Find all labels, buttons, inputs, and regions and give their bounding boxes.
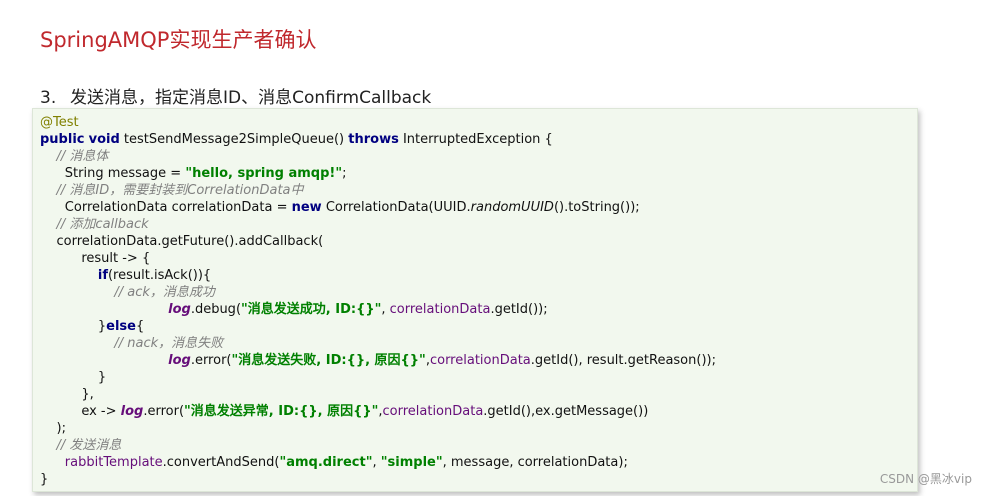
code-keyword: void <box>88 132 120 147</box>
code-line: correlationData.getFuture().addCallback( <box>40 233 917 250</box>
code-line: ); <box>40 420 917 437</box>
code-line: // nack，消息失败 <box>40 335 917 352</box>
step-number: 3. <box>40 88 57 108</box>
code-line: // 添加callback <box>40 216 917 233</box>
code-text: .error( <box>143 404 185 419</box>
code-text: } <box>40 472 49 487</box>
code-line: // ack，消息成功 <box>40 284 917 301</box>
code-text: .debug( <box>190 302 242 317</box>
code-text: testSendMessage2SimpleQueue() <box>119 132 349 147</box>
csdn-watermark: CSDN @黑冰vip <box>879 472 972 486</box>
code-line: @Test <box>40 114 917 131</box>
code-line: // 发送消息 <box>40 437 917 454</box>
code-line: // 消息ID，需要封装到CorrelationData中 <box>40 182 917 199</box>
code-text: ex -> <box>81 404 121 419</box>
code-keyword: if <box>97 268 108 283</box>
code-string: "hello, spring amqp!" <box>185 166 343 181</box>
code-field: rabbitTemplate <box>64 455 163 470</box>
code-block: @Test public void testSendMessage2Simple… <box>32 108 918 492</box>
code-text: { <box>135 319 145 334</box>
code-field: correlationData <box>429 353 531 368</box>
code-text: correlationData.getFuture().addCallback( <box>56 234 324 249</box>
code-text: ); <box>56 421 66 436</box>
code-field: correlationData <box>382 404 484 419</box>
code-keyword: public <box>40 132 85 147</box>
slide-title: SpringAMQP实现生产者确认 <box>40 28 317 52</box>
code-line: ex -> log.error("消息发送异常, ID:{}, 原因{}",co… <box>40 403 917 420</box>
code-text: ().toString()); <box>553 200 640 215</box>
code-text: .getId(), result.getReason()); <box>530 353 716 368</box>
code-string: "simple" <box>380 455 443 470</box>
code-text: }, <box>81 387 94 402</box>
code-string: "amq.direct" <box>279 455 373 470</box>
code-text: .getId(),ex.getMessage()) <box>483 404 649 419</box>
code-line: if(result.isAck()){ <box>40 267 917 284</box>
code-text: , <box>425 353 430 368</box>
code-line: log.error("消息发送失败, ID:{}, 原因{}",correlat… <box>40 352 917 369</box>
code-text: (result.isAck()){ <box>107 268 212 283</box>
code-logger: log <box>120 404 144 419</box>
code-line: rabbitTemplate.convertAndSend("amq.direc… <box>40 454 917 471</box>
code-comment: // ack，消息成功 <box>114 285 215 300</box>
code-comment: // nack，消息失败 <box>114 336 224 351</box>
code-line: result -> { <box>40 250 917 267</box>
code-string: "消息发送异常, ID:{}, 原因{}" <box>184 404 379 419</box>
code-text: , <box>378 404 383 419</box>
code-text: String message = <box>64 166 186 181</box>
code-string: "消息发送失败, ID:{}, 原因{}" <box>231 353 426 368</box>
code-text: CorrelationData correlationData = <box>64 200 292 215</box>
code-annotation: @Test <box>40 115 79 130</box>
code-line: }, <box>40 386 917 403</box>
code-comment: // 消息ID，需要封装到CorrelationData中 <box>56 183 304 198</box>
code-comment: // 发送消息 <box>56 438 122 453</box>
code-comment: // 消息体 <box>56 149 109 164</box>
code-text: , message, correlationData); <box>442 455 628 470</box>
code-line: }else{ <box>40 318 917 335</box>
code-text: , <box>372 455 381 470</box>
code-text: .convertAndSend( <box>162 455 280 470</box>
code-text: CorrelationData(UUID. <box>321 200 471 215</box>
code-keyword: throws <box>348 132 399 147</box>
code-text: , <box>381 302 390 317</box>
code-logger: log <box>168 353 191 368</box>
code-line: CorrelationData correlationData = new Co… <box>40 199 917 216</box>
code-text: ; <box>342 166 347 181</box>
code-line: } <box>40 471 917 488</box>
code-logger: log <box>168 302 191 317</box>
code-static-call: randomUUID <box>470 200 554 215</box>
code-text: } <box>97 370 107 385</box>
code-text: } <box>97 319 107 334</box>
code-line: public void testSendMessage2SimpleQueue(… <box>40 131 917 148</box>
code-keyword: new <box>291 200 322 215</box>
code-line: String message = "hello, spring amqp!"; <box>40 165 917 182</box>
code-text: .getId()); <box>490 302 548 317</box>
code-line: // 消息体 <box>40 148 917 165</box>
code-comment: // 添加callback <box>56 217 149 232</box>
code-line: log.debug("消息发送成功, ID:{}", correlationDa… <box>40 301 917 318</box>
code-string: "消息发送成功, ID:{}" <box>241 302 382 317</box>
code-keyword: else <box>106 319 136 334</box>
step-text: 发送消息，指定消息ID、消息ConfirmCallback <box>70 88 432 108</box>
step-heading: 3. 发送消息，指定消息ID、消息ConfirmCallback <box>40 83 431 108</box>
code-text: .error( <box>190 353 232 368</box>
code-line: } <box>40 369 917 386</box>
code-text: InterruptedException { <box>398 132 553 147</box>
code-text: result -> { <box>81 251 151 266</box>
code-field: correlationData <box>389 302 491 317</box>
